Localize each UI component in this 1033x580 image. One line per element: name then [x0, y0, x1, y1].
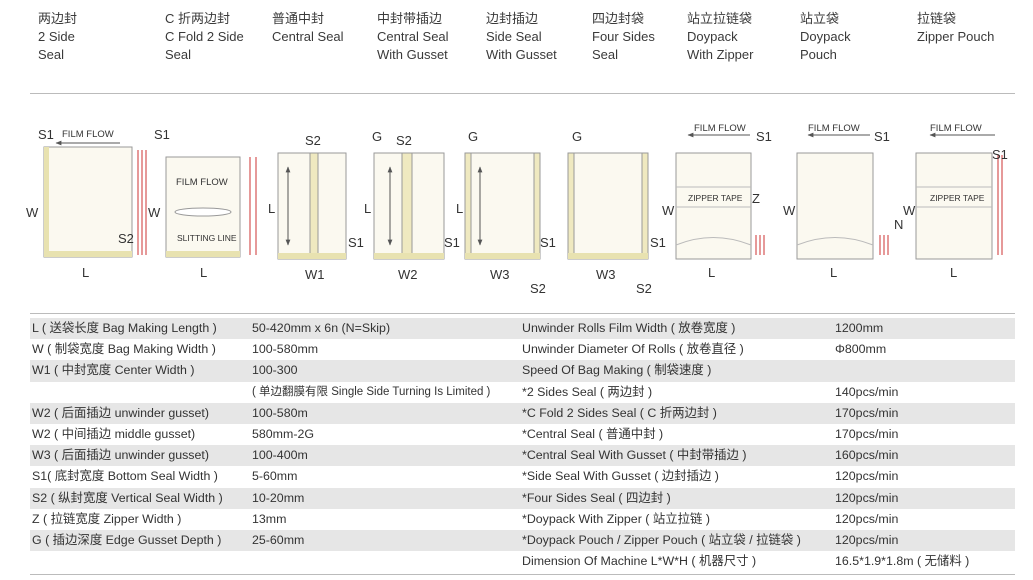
label-n: N [894, 217, 903, 232]
label-s1: S1 [38, 127, 54, 142]
diagram-side-seal-gusset [464, 152, 541, 260]
label-w3: W3 [596, 267, 616, 282]
label-film-flow: FILM FLOW [62, 129, 114, 140]
header-c-fold-2-side-seal: C 折两边封 C Fold 2 Side Seal [165, 11, 244, 62]
spec-row: ( 单边翻膜有限 Single Side Turning Is Limited … [252, 384, 899, 399]
label-g: G [572, 129, 582, 144]
label-l: L [82, 265, 89, 280]
spec-row: W3 ( 后面插边 unwinder gusset)100-400m*Centr… [30, 445, 1015, 467]
header-doypack-pouch: 站立袋 Doypack Pouch [800, 11, 851, 62]
label-s2: S2 [396, 133, 412, 148]
label-l: L [708, 265, 715, 280]
label-l: L [268, 201, 275, 216]
label-s1: S1 [992, 147, 1008, 162]
label-s2: S2 [636, 281, 652, 296]
label-z: Z [752, 191, 760, 206]
label-film-flow: FILM FLOW [808, 123, 860, 134]
label-s1: S1 [756, 129, 772, 144]
label-w: W [148, 205, 161, 220]
label-l: L [830, 265, 837, 280]
label-slitting-line: SLITTING LINE [177, 233, 237, 243]
header-side-seal-gusset: 边封插边 Side Seal With Gusset [486, 11, 557, 62]
label-w3: W3 [490, 267, 510, 282]
header-zipper-pouch: 拉链袋 Zipper Pouch [917, 11, 995, 44]
header-central-seal: 普通中封 Central Seal [272, 11, 344, 44]
spec-row: W2 ( 中间插边 middle gusset)580mm-2G*Central… [32, 426, 899, 441]
label-s1: S1 [874, 129, 890, 144]
header-central-seal-gusset: 中封带插边 Central Seal With Gusset [377, 11, 449, 62]
spec-row: Dimension Of Machine L*W*H ( 机器尺寸 )16.5*… [522, 554, 970, 569]
diagram-central-seal-gusset [373, 152, 445, 260]
label-s1: S1 [154, 127, 170, 142]
spec-row: W2 ( 后面插边 unwinder gusset)100-580m*C Fol… [30, 402, 1015, 424]
header-doypack-zipper: 站立拉链袋 Doypack With Zipper [687, 11, 754, 62]
label-l: L [364, 201, 371, 216]
diagram-2-side-seal [43, 146, 147, 258]
label-w: W [903, 203, 916, 218]
label-film-flow: FILM FLOW [930, 123, 982, 134]
label-s1: S1 [444, 235, 460, 250]
label-w: W [26, 205, 39, 220]
label-film-flow: FILM FLOW [694, 123, 746, 134]
header-2-side-seal: 两边封 2 Side Seal [38, 11, 78, 62]
label-s1: S1 [540, 235, 556, 250]
divider-bottom [30, 574, 1015, 575]
divider-table-top [30, 313, 1015, 314]
label-w: W [662, 203, 675, 218]
label-s1: S1 [650, 235, 666, 250]
header-four-sides-seal: 四边封袋 Four Sides Seal [592, 11, 655, 62]
diagram-zipper-pouch [915, 152, 1003, 260]
spec-row: G ( 插边深度 Edge Gusset Depth )25-60mm*Doyp… [30, 529, 1015, 552]
diagram-doypack-pouch [796, 152, 889, 260]
label-zipper-tape: ZIPPER TAPE [688, 193, 743, 203]
label-s2: S2 [530, 281, 546, 296]
bag-diagrams: S1 FILM FLOW W S2 L S1 FILM FLOW SLITTIN… [26, 123, 1008, 296]
label-w: W [783, 203, 796, 218]
label-w1: W1 [305, 267, 325, 282]
diagram-four-sides-seal [567, 152, 649, 260]
spec-row: S2 ( 纵封宽度 Vertical Seal Width )10-20mm*F… [30, 487, 1015, 509]
label-s2: S2 [118, 231, 134, 246]
label-film-flow: FILM FLOW [176, 177, 228, 188]
spec-table: L ( 送袋长度 Bag Making Length )50-420mm x 6… [30, 318, 1015, 572]
spec-row: Z ( 拉链宽度 Zipper Width )13mm*Doypack With… [32, 511, 899, 526]
diagram-doypack-zipper [675, 152, 765, 260]
spec-row: L ( 送袋长度 Bag Making Length )50-420mm x 6… [30, 318, 1015, 340]
label-l: L [200, 265, 207, 280]
label-g: G [468, 129, 478, 144]
divider-top [30, 93, 1015, 94]
spec-row: S1( 底封宽度 Bottom Seal Width )5-60mm*Side … [32, 469, 899, 484]
label-l: L [950, 265, 957, 280]
label-l: L [456, 201, 463, 216]
label-w2: W2 [398, 267, 418, 282]
label-s2: S2 [305, 133, 321, 148]
label-s1: S1 [348, 235, 364, 250]
label-g: G [372, 129, 382, 144]
label-zipper-tape: ZIPPER TAPE [930, 193, 985, 203]
diagram-c-fold-2-side-seal [165, 156, 257, 258]
